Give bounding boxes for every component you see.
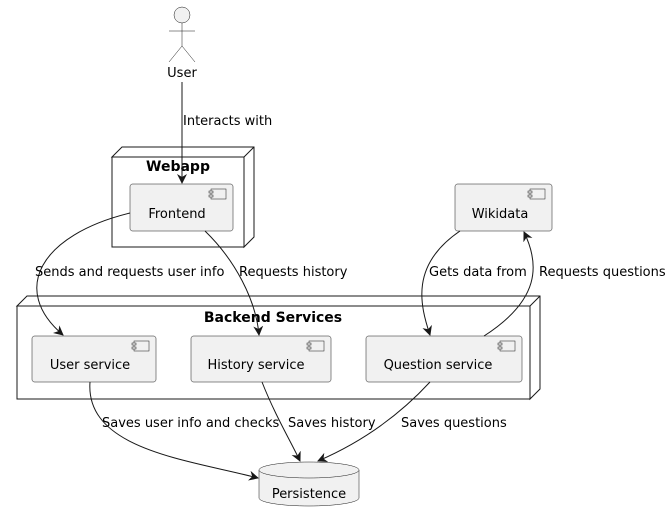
edge-label: Requests questions — [539, 265, 666, 280]
edge-label: Gets data from — [429, 265, 527, 280]
component-icon — [131, 340, 150, 352]
edge-label: Sends and requests user info — [35, 265, 224, 280]
question-service-label: Question service — [384, 358, 493, 373]
edge-question-persistence: Saves questions — [317, 381, 507, 463]
history-service-label: History service — [208, 358, 305, 373]
wikidata-component: Wikidata — [454, 183, 553, 232]
persistence-database: Persistence — [258, 461, 360, 507]
user-actor-label: User — [167, 66, 197, 81]
edge-label: Saves history — [288, 416, 376, 431]
user-actor: User — [167, 6, 197, 81]
edge-frontend-history: Requests history — [204, 230, 348, 336]
edge-label: Requests history — [239, 265, 348, 280]
wikidata-label: Wikidata — [472, 207, 529, 222]
edge-label: Saves questions — [401, 416, 507, 431]
component-icon — [497, 340, 516, 352]
backend-services-node-title: Backend Services — [204, 310, 342, 326]
edge-label: Interacts with — [183, 114, 272, 129]
persistence-label: Persistence — [272, 487, 346, 502]
component-icon — [306, 340, 325, 352]
edge-wikidata-question: Gets data from — [421, 230, 527, 336]
history-service-component: History service — [190, 335, 332, 383]
edge-frontend-user-service: Sends and requests user info — [35, 212, 224, 336]
webapp-node-title: Webapp — [146, 159, 210, 175]
question-service-component: Question service — [365, 335, 523, 383]
component-icon — [208, 188, 227, 200]
edge-user-frontend: Interacts with — [177, 82, 272, 184]
edge-history-persistence: Saves history — [261, 381, 376, 462]
frontend-component: Frontend — [129, 183, 234, 232]
user-service-label: User service — [50, 358, 130, 373]
component-icon — [527, 188, 546, 200]
edge-question-wikidata: Requests questions — [483, 231, 666, 337]
edge-user-service-persistence: Saves user info and checks — [89, 381, 279, 481]
user-service-component: User service — [31, 335, 157, 383]
frontend-label: Frontend — [148, 207, 205, 222]
edge-label: Saves user info and checks — [102, 416, 279, 431]
